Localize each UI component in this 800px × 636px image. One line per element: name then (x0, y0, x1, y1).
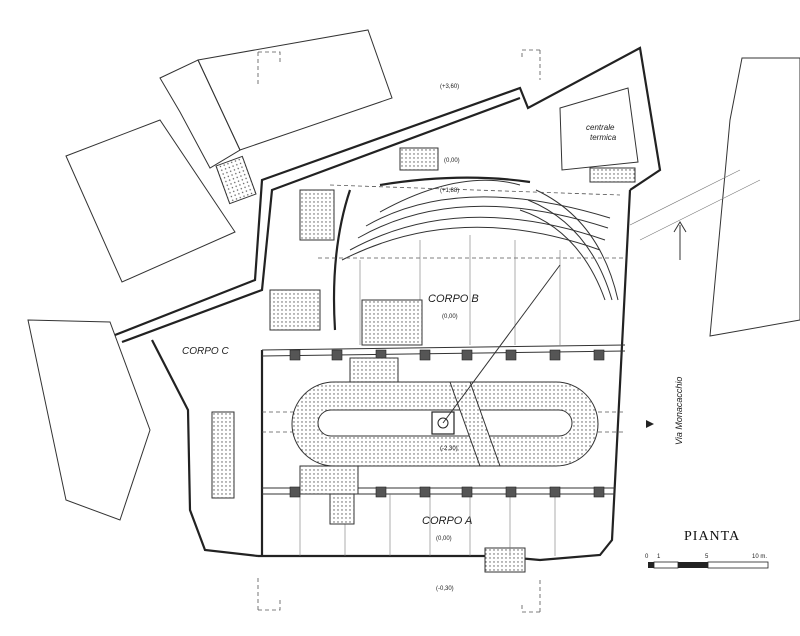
elevation-corpo-b: (0,00) (442, 314, 458, 320)
outer-walls (114, 46, 662, 562)
plan-title: PIANTA (684, 529, 740, 544)
boiler-room (559, 87, 639, 183)
elevation-tier: (+1,88) (440, 188, 459, 194)
paving-patches (299, 299, 423, 525)
scale-label-10: 10 m. (752, 554, 767, 560)
label-termica: termica (590, 133, 617, 142)
scale-label-1: 1 (657, 554, 661, 560)
label-street: Via Monacacchio (674, 377, 684, 445)
label-corpo-b: CORPO B (428, 293, 479, 305)
oval-track (291, 264, 599, 467)
label-centrale: centrale (586, 123, 615, 132)
auditorium-tiers (318, 176, 625, 345)
neighbour-buildings (27, 29, 800, 521)
elevation-bottom: (-0,30) (436, 586, 454, 592)
label-corpo-c: CORPO C (182, 346, 229, 357)
scale-label-5: 5 (705, 554, 709, 560)
scale-bar (648, 561, 769, 569)
elevation-mid-stair: (0,00) (444, 158, 460, 164)
stairs (211, 147, 526, 573)
columns (289, 349, 605, 498)
elevation-pit: (-2,30) (440, 446, 458, 452)
section-markers (257, 49, 687, 613)
scale-label-0: 0 (645, 554, 649, 560)
label-corpo-a: CORPO A (422, 515, 472, 527)
elevation-corpo-a: (0,00) (436, 536, 452, 542)
elevation-top: (+3,60) (440, 84, 459, 90)
